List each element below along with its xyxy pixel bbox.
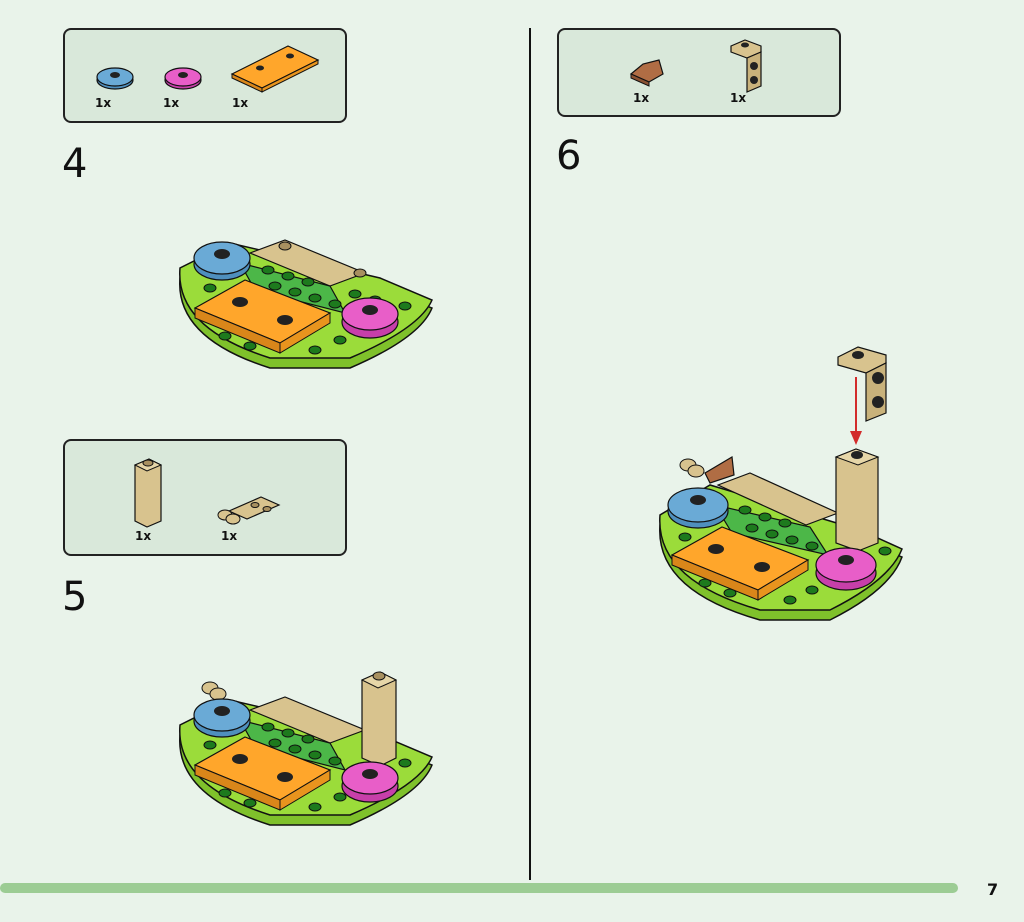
- tan-bracket-icon: [730, 39, 762, 93]
- column-divider: [529, 28, 531, 880]
- step-4-assembly-illustration: [179, 239, 433, 369]
- step-6-assembly-illustration: [659, 346, 903, 621]
- orange-plate-icon: [230, 45, 320, 93]
- part-qty: 1x: [95, 96, 112, 110]
- brown-slope-icon: [629, 59, 664, 87]
- tan-brick-icon: [133, 458, 163, 528]
- part-qty: 1x: [730, 91, 747, 105]
- step-number: 4: [62, 141, 88, 187]
- part-qty: 1x: [135, 529, 152, 543]
- step-5-assembly-illustration: [179, 671, 433, 826]
- page-number: 7: [987, 880, 999, 899]
- step-number: 6: [556, 133, 582, 179]
- blue-round-tile-icon: [96, 67, 134, 90]
- step-5-parts-box: 1x 1x: [63, 439, 347, 556]
- part-qty: 1x: [232, 96, 249, 110]
- part-qty: 1x: [221, 529, 238, 543]
- part-qty: 1x: [633, 91, 650, 105]
- tan-hinge-plate-icon: [217, 496, 281, 525]
- part-qty: 1x: [163, 96, 180, 110]
- step-6-parts-box: 1x 1x: [557, 28, 841, 117]
- step-4-parts-box: 1x 1x 1x: [63, 28, 347, 123]
- footer-progress-bar: [0, 883, 958, 893]
- pink-round-tile-icon: [164, 67, 202, 90]
- step-number: 5: [62, 574, 88, 620]
